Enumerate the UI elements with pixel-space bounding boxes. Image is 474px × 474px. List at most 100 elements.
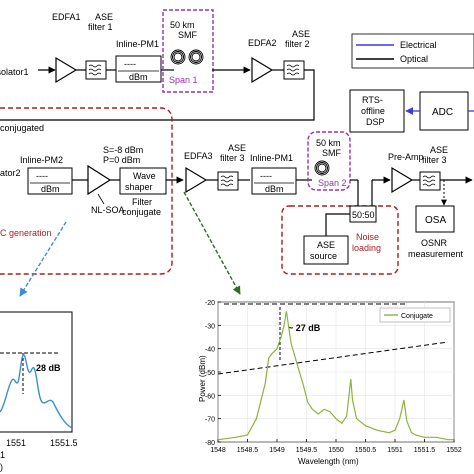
power-meter-unit: dBm [41,184,60,194]
chart-x-tick-label: 1551.5 [414,447,436,454]
noise-loading-label: loading [352,243,381,253]
blue-pointer-arrow [19,221,67,297]
power-meter-box [27,167,73,195]
chart-x-tick-label: 1551 [387,447,403,454]
osnr-label: measurement [408,249,464,259]
edfa2-amplifier [251,56,274,84]
inset-caption-partial: ) [0,462,3,472]
power-meter-unit: dBm [265,184,284,194]
inset-annotation: 28 dB [36,363,61,373]
power-meter-display: ---- [36,171,48,181]
chart-x-tick-label: 1552 [446,447,462,454]
adc-box [419,91,469,131]
conjugated-label: conjugated [0,123,44,133]
ase-filter3b-label: ASE [430,145,448,155]
noise-loading-label: Noise [356,232,379,242]
span1-box [162,9,214,93]
fiber-spool-icon [170,49,204,65]
power-meter-unit: dBm [129,72,148,82]
ase-filter2-label: ASE [292,29,310,39]
filter-wave-icon [220,175,234,187]
top-row: Isolator1 EDFA1 ASE filter 1 Inline-PM1 … [0,9,315,121]
coupler-label: 50:50 [352,210,375,220]
osnr-label: OSNR [421,238,448,248]
isolator2-label: Isolator2 [0,168,21,178]
filter-wave-icon [422,175,436,187]
wave-shaper-label: Wave [133,171,156,181]
chart-y-tick-label: -80 [205,440,215,447]
isolator1-label: Isolator1 [0,67,29,77]
chart-x-tick-label: 1549.5 [296,447,318,454]
noise-loading-box [281,205,399,275]
middle-row: conjugated C generation Isolator2 Inline… [0,107,473,275]
chart-annotation: ~ 27 dB [288,323,321,333]
chart-series-line [217,311,454,441]
ase-source-label: source [310,251,337,261]
noise-floor-reference-line [217,341,449,375]
left-inset: 28 dB 1551 1551.5 1 ) [0,311,78,472]
optical-line [325,213,350,236]
fiber-spool-icon [314,160,330,176]
edfa1-amplifier [55,56,78,84]
filter-conjugate-label: Filter [132,197,152,207]
chart-y-tick-label: -60 [205,393,215,400]
inset-axis-frame [0,311,73,433]
osa-box [415,205,455,233]
ase-filter1-label: filter 1 [88,22,113,32]
inset-spectrum-trace [0,354,73,429]
filter-conjugate-label: conjugate [122,207,161,217]
osa-label: OSA [425,215,446,226]
chart-y-tick-label: -30 [205,323,215,330]
power-meter-box [251,167,297,195]
nl-soa-label: NL-SOA [91,205,125,215]
inline-pm2-label: Inline-PM2 [20,155,63,165]
filter-wave-icon [286,64,300,76]
pre-amp-label: Pre-Amp [388,152,424,162]
chart-y-tick-label: -20 [205,300,215,307]
power-meter-display: ---- [260,171,272,181]
span1-label: Span 1 [169,75,198,85]
edfa3-amplifier [185,166,208,194]
ase-source-box [303,235,349,265]
rts-dsp-label: DSP [366,117,385,127]
chart-y-ticks: -20 -30 -40 -50 -60 -70 -80 [205,300,221,447]
chart-series [217,311,454,441]
receiver-dsp: RTS- offline DSP ADC [349,89,474,133]
chart-x-tick-label: 1550.5 [355,447,377,454]
soa-params: P=0 dBm [103,155,140,165]
chart-y-tick-label: -70 [205,417,215,424]
chart-x-tick-label: 1548.5 [237,447,259,454]
chart-legend-label: Conjugate [401,313,433,320]
chart-y-tick-label: -40 [205,347,215,354]
rts-dsp-label: RTS- [362,95,383,105]
smf2-length: 50 km [316,138,341,148]
adc-label: ADC [432,107,453,118]
edfa3-label: EDFA3 [184,151,213,161]
span2-box [307,131,351,191]
soa-params: S=-8 dBm [103,145,143,155]
smf1-length: 50 km [170,20,195,30]
edfa1-label: EDFA1 [52,12,81,22]
label-pointer [97,193,105,205]
green-pointer-arrow [183,191,241,295]
legend-electrical-label: Electrical [400,40,437,50]
rts-dsp-box [349,89,405,133]
power-meter-box [115,55,162,83]
power-meter-display: ---- [124,59,136,69]
inset-x-tick: 1551 [6,438,26,448]
inset-x-tick-partial: 1 [0,450,5,460]
pre-amp-amplifier [391,166,414,194]
inset-x-tick: 1551.5 [50,438,78,448]
smf1-label: SMF [178,30,198,40]
ase-filter3a-label: ASE [228,143,246,153]
chart-y-tick-label: -50 [205,370,215,377]
filter-wave-icon [88,64,102,76]
chart-y-axis-label: Power (dBm) [198,355,207,402]
ase-source-label: ASE [317,240,335,250]
chart-x-tick-label: 1548 [210,447,226,454]
inline-pm1b-label: Inline-PM1 [250,153,293,163]
ase-filter3b-label: filter 3 [422,155,447,165]
nc-generation-box [0,107,173,275]
